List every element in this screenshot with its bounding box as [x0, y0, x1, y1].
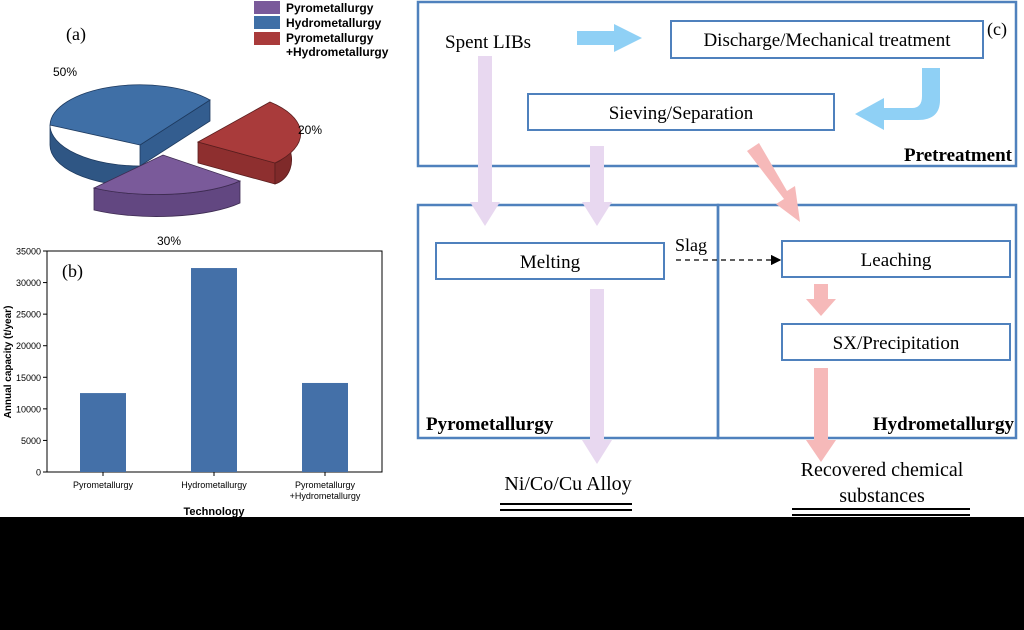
- pie-slice-hydrometallurgy: [49, 84, 211, 187]
- legend-label-combo-1: Pyrometallurgy: [286, 31, 374, 45]
- x-tick-label: Hydrometallurgy: [181, 480, 247, 490]
- hydrometallurgy-title: Hydrometallurgy: [873, 414, 1015, 435]
- y-tick-label: 15000: [16, 373, 41, 383]
- legend-swatch-pyro: [254, 1, 280, 14]
- pie-top-combo: [196, 101, 302, 164]
- arrow-sieving-to-leaching: [747, 143, 800, 222]
- panel-a-label: (a): [66, 24, 86, 45]
- melting-label: Melting: [520, 252, 581, 273]
- y-tick-label: 5000: [21, 436, 41, 446]
- hydrometallurgy-frame: [716, 203, 1018, 440]
- legend-swatch-hydro: [254, 16, 280, 29]
- panel-b: (b) 05000100001500020000250003000035000 …: [3, 247, 383, 518]
- discharge-box: [670, 20, 984, 59]
- pretreatment-frame: [416, 0, 1018, 168]
- leaching-box: [781, 240, 1011, 278]
- x-tick-label: +Hydrometallurgy: [290, 491, 361, 501]
- pie-slice-pyrometallurgy: [92, 154, 242, 217]
- pie-legend: Pyrometallurgy Hydrometallurgy Pyrometal…: [254, 1, 389, 59]
- panel-b-label: (b): [62, 261, 83, 282]
- slag-label: Slag: [675, 235, 707, 255]
- pct-pyro: 30%: [157, 234, 181, 248]
- arrow-libs-to-melting: [470, 56, 500, 226]
- panel-a: (a) 50% 20% 30% Pyrometallurgy Hydrometa…: [49, 1, 389, 248]
- arrow-leaching-to-sx: [806, 284, 836, 316]
- discharge-label: Discharge/Mechanical treatment: [703, 30, 951, 51]
- y-tick-label: 35000: [16, 247, 41, 257]
- pct-combo: 20%: [298, 123, 322, 137]
- legend-label-hydro: Hydrometallurgy: [286, 16, 382, 30]
- legend-label-pyro: Pyrometallurgy: [286, 1, 374, 15]
- bar-x-axis: Pyrometallurgy Hydrometallurgy Pyrometallu…: [73, 472, 361, 501]
- recovered-label-line2: substances: [839, 485, 925, 507]
- recovered-label-line1: Recovered chemical: [801, 459, 964, 481]
- bar-y-axis-title: Annual capacity (t/year): [3, 306, 14, 419]
- sx-label: SX/Precipitation: [833, 333, 960, 354]
- pct-hydro: 50%: [53, 65, 77, 79]
- bar-3: [302, 382, 348, 472]
- pretreatment-title: Pretreatment: [904, 145, 1013, 166]
- sieving-box: [527, 93, 835, 131]
- legend-label-combo-2: +Hydrometallurgy: [286, 45, 389, 59]
- y-tick-label: 10000: [16, 404, 41, 414]
- y-tick-label: 0: [36, 468, 41, 478]
- sieving-label: Sieving/Separation: [609, 103, 754, 124]
- y-tick-label: 20000: [16, 341, 41, 351]
- arrow-libs-to-discharge: [577, 24, 642, 52]
- pie-slice-combined: [196, 101, 302, 185]
- bar-1: [80, 393, 126, 472]
- y-tick-label: 25000: [16, 310, 41, 320]
- melting-box: [435, 242, 665, 280]
- x-tick-label: Pyrometallurgy: [295, 480, 356, 490]
- arrow-melting-to-alloy: [582, 289, 612, 464]
- bar-y-axis: 0 5000 10000 15000 20000 25000 30000 35000: [16, 247, 47, 478]
- pyrometallurgy-title: Pyrometallurgy: [426, 414, 554, 435]
- arrow-sieving-to-melting: [582, 146, 612, 226]
- leaching-label: Leaching: [861, 250, 932, 271]
- panel-c-label: (c): [987, 19, 1007, 40]
- sx-box: [781, 323, 1011, 361]
- bar-2: [191, 268, 237, 472]
- arrow-sx-to-recovered: [806, 368, 836, 462]
- pyrometallurgy-frame: [416, 203, 720, 440]
- pie-top-hydro: [49, 84, 211, 146]
- alloy-label: Ni/Co/Cu Alloy: [504, 473, 631, 495]
- bar-series: [80, 268, 348, 472]
- pie-top-pyro: [92, 154, 242, 195]
- legend-swatch-combo: [254, 32, 280, 45]
- spent-libs-label: Spent LIBs: [445, 32, 531, 53]
- panel-c: (c) Spent LIBs Discharge/Mechanical trea…: [416, 0, 1018, 516]
- flow-arrows: [470, 24, 940, 464]
- y-tick-label: 30000: [16, 278, 41, 288]
- x-tick-label: Pyrometallurgy: [73, 480, 134, 490]
- arrow-discharge-to-sieving: [855, 68, 940, 130]
- bar-x-axis-title: Technology: [184, 506, 246, 518]
